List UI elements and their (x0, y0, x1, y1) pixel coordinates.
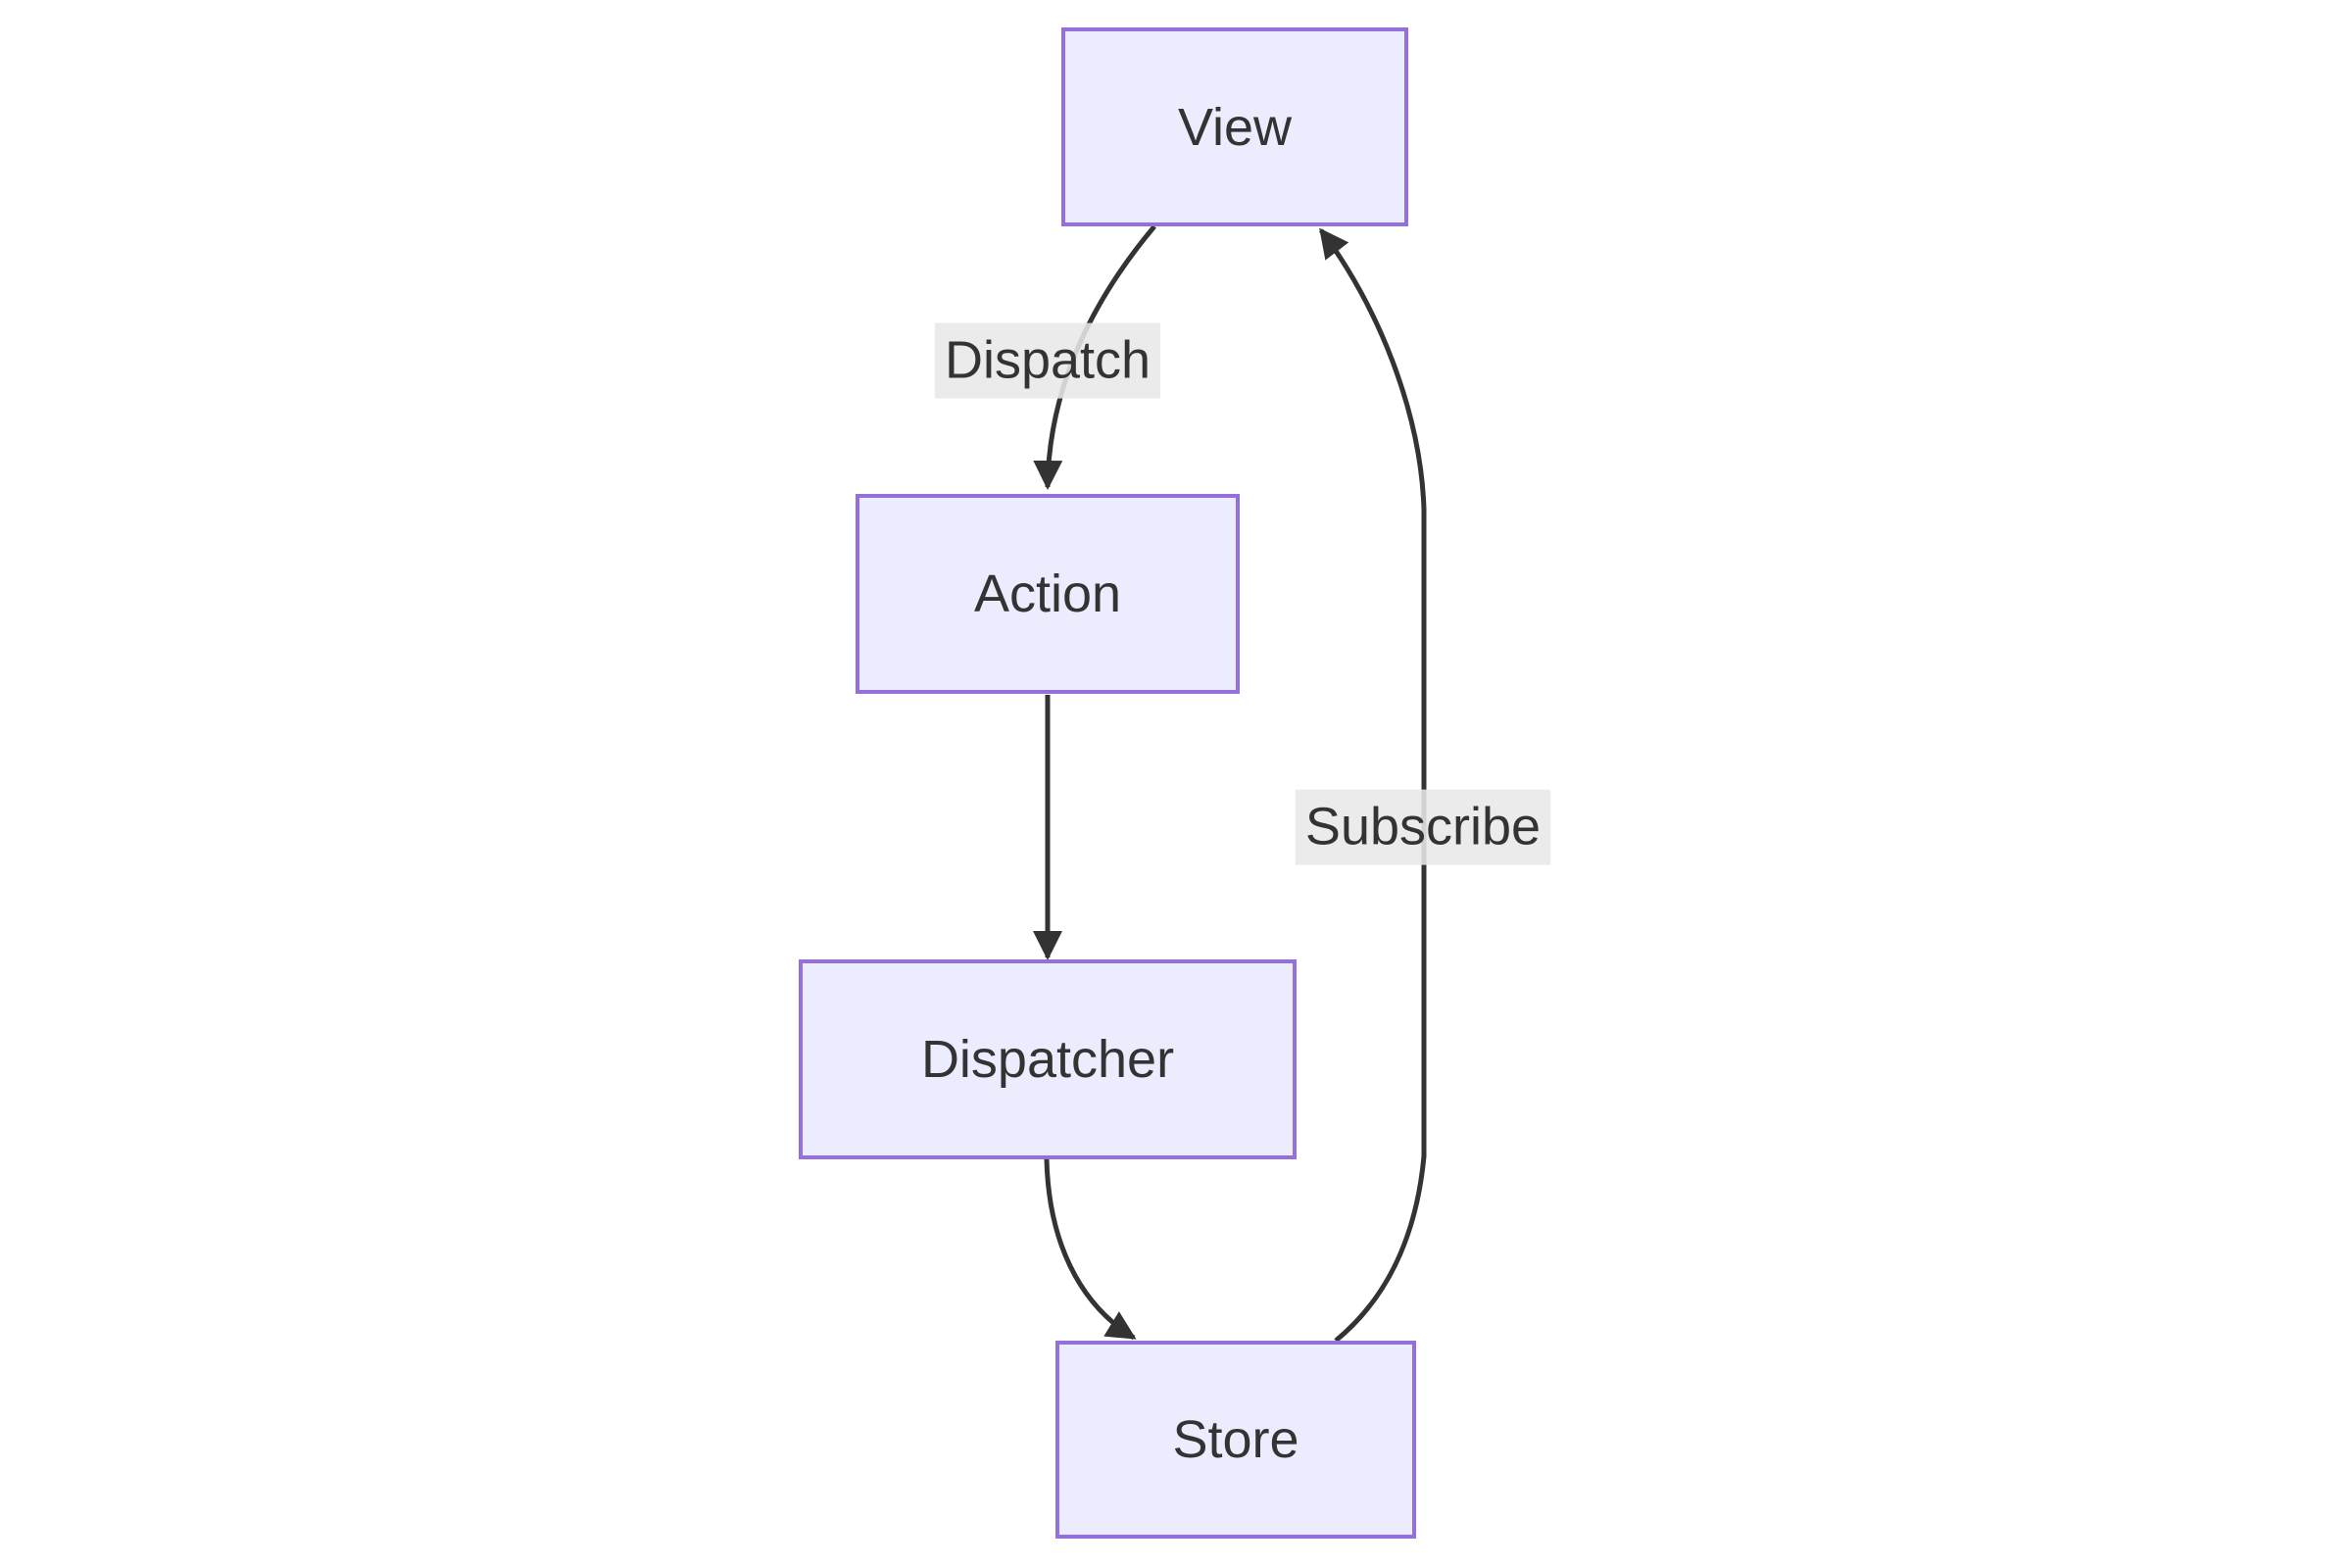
node-action-label: Action (973, 564, 1122, 623)
node-dispatcher: Dispatcher (799, 959, 1297, 1159)
edge-dispatcher-to-store (1044, 1158, 1137, 1341)
edge-label-dispatch: Dispatch (934, 322, 1161, 399)
node-dispatcher-label: Dispatcher (920, 1030, 1175, 1089)
node-store-label: Store (1172, 1410, 1299, 1469)
edge-label-subscribe: Subscribe (1295, 789, 1551, 865)
node-store: Store (1055, 1341, 1416, 1539)
node-action: Action (856, 494, 1240, 694)
edge-store-to-view (1319, 227, 1427, 1343)
node-view-label: View (1177, 97, 1293, 157)
node-view: View (1061, 27, 1408, 226)
